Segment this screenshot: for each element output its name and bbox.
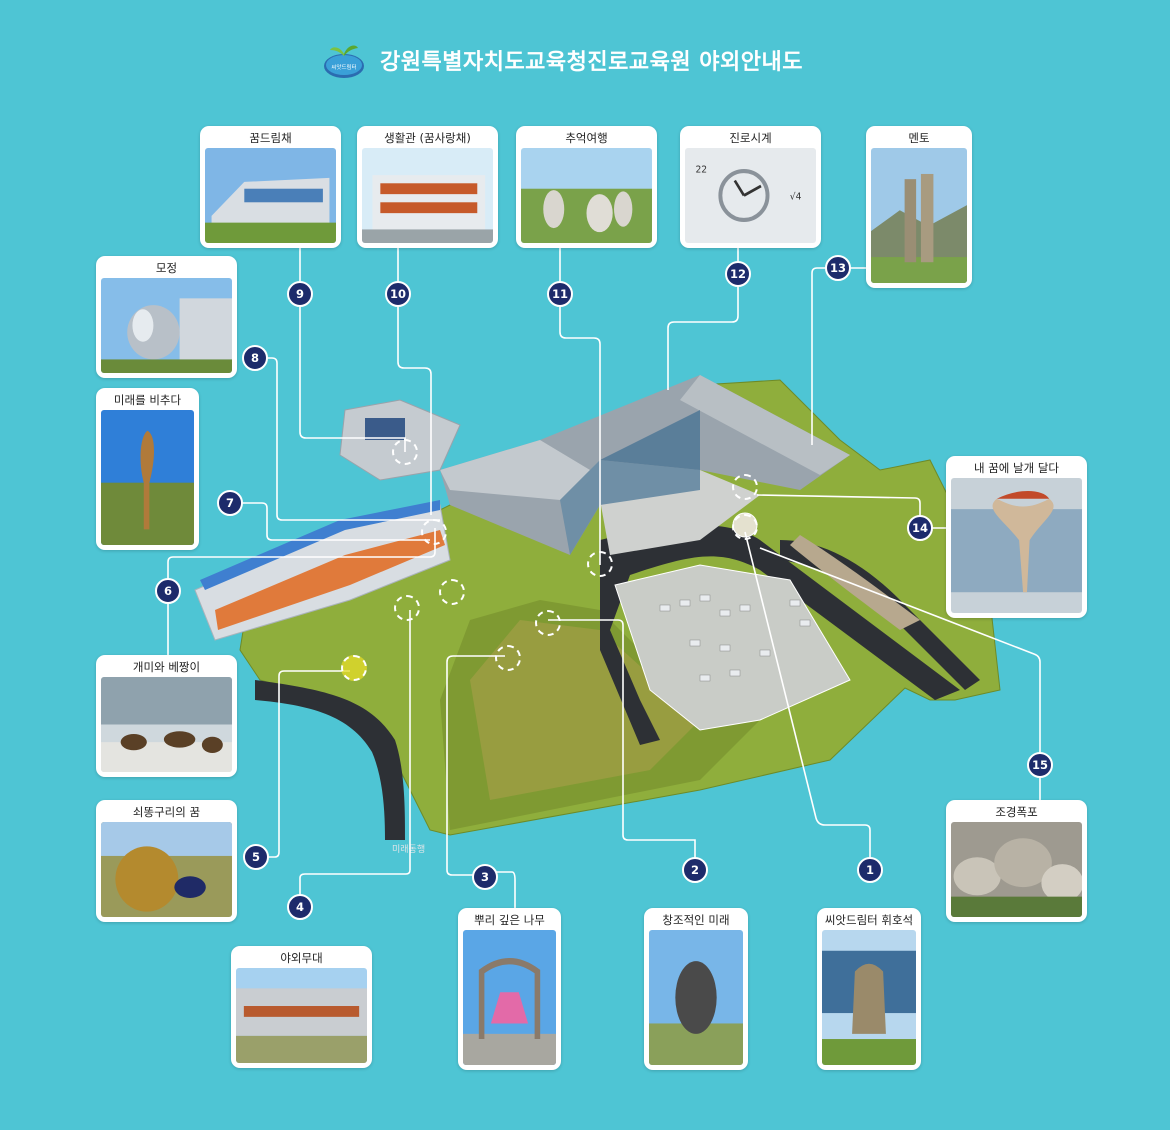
svg-text:√4: √4 [790,191,802,202]
spot-label: 뿌리 깊은 나무 [474,913,545,927]
spot-photo [101,410,194,545]
spot-label: 진로시계 [729,131,772,145]
spot-photo [101,822,232,917]
spot-photo [521,148,652,243]
badge-8[interactable]: 8 [242,345,268,371]
header: 씨앗드림터 강원특별자치도교육청진로교육원 야외안내도 [322,40,803,80]
spot-label: 추억여행 [565,131,608,145]
spot-label: 모정 [155,261,178,275]
map-marker-6[interactable] [439,579,465,605]
spot-card-6[interactable]: 개미와 베짱이 [96,655,237,777]
spot-card-10[interactable]: 생활관 (꿈사랑채) [357,126,498,248]
spot-label: 꿈드림채 [249,131,292,145]
spot-card-7[interactable]: 미래를 비추다 [96,388,199,550]
spot-label: 미래를 비추다 [113,393,182,407]
map-marker-3[interactable] [495,645,521,671]
map-marker-7[interactable] [421,519,447,545]
map-marker-1[interactable] [732,514,758,540]
spot-card-9[interactable]: 꿈드림채 [200,126,341,248]
spot-photo [951,822,1082,917]
badge-4[interactable]: 4 [287,894,313,920]
spot-card-11[interactable]: 추억여행 [516,126,657,248]
badge-11[interactable]: 11 [547,281,573,307]
badge-13[interactable]: 13 [825,255,851,281]
map-marker-14[interactable] [732,474,758,500]
badge-1[interactable]: 1 [857,857,883,883]
spot-card-2[interactable]: 창조적인 미래 [644,908,748,1070]
spot-card-3[interactable]: 뿌리 깊은 나무 [458,908,561,1070]
spot-photo [362,148,493,243]
badge-6[interactable]: 6 [155,578,181,604]
spot-photo [951,478,1082,613]
badge-12[interactable]: 12 [725,261,751,287]
spot-label: 내 꿈에 날개 달다 [973,461,1060,475]
spot-card-13[interactable]: 멘토 [866,126,972,288]
page-title: 강원특별자치도교육청진로교육원 야외안내도 [380,50,803,75]
svg-text:씨앗드림터: 씨앗드림터 [331,63,356,71]
spot-label: 창조적인 미래 [662,913,730,927]
spot-label: 쇠똥구리의 꿈 [132,805,201,819]
spot-label: 야외무대 [280,951,323,965]
spot-card-5[interactable]: 쇠똥구리의 꿈 [96,800,237,922]
map-marker-2[interactable] [535,610,561,636]
spot-label: 생활관 (꿈사랑채) [384,131,471,145]
map-marker-4[interactable] [394,595,420,621]
badge-10[interactable]: 10 [385,281,411,307]
badge-9[interactable]: 9 [287,281,313,307]
badge-15[interactable]: 15 [1027,752,1053,778]
badge-14[interactable]: 14 [907,515,933,541]
spot-card-1[interactable]: 씨앗드림터 휘호석 [817,908,921,1070]
spot-card-14[interactable]: 내 꿈에 날개 달다 [946,456,1087,618]
badge-3[interactable]: 3 [472,864,498,890]
spot-photo [101,278,232,373]
spot-label: 씨앗드림터 휘호석 [824,913,914,927]
badge-5[interactable]: 5 [243,844,269,870]
spot-card-4[interactable]: 야외무대 [231,946,372,1068]
spot-photo [101,677,232,772]
spot-photo [822,930,916,1065]
seed-dream-logo-icon: 씨앗드림터 [324,45,364,78]
spot-photo [205,148,336,243]
spot-label: 멘토 [908,131,930,145]
spot-photo [871,148,967,283]
spot-card-12[interactable]: 진로시계 22 √4 [680,126,821,248]
spot-label: 개미와 베짱이 [132,660,201,674]
map-marker-11[interactable] [587,551,613,577]
badge-2[interactable]: 2 [682,857,708,883]
spot-photo [463,930,556,1065]
svg-text:22: 22 [695,164,707,175]
spot-photo [236,968,367,1063]
road-mark: 미래동행 [392,843,425,855]
badge-7[interactable]: 7 [217,490,243,516]
spot-photo: 22 √4 [685,148,816,243]
spot-label: 조경폭포 [995,805,1038,819]
spot-photo [649,930,743,1065]
spot-card-15[interactable]: 조경폭포 [946,800,1087,922]
spot-card-8[interactable]: 모정 [96,256,237,378]
map-marker-5[interactable] [341,655,367,681]
map-marker-9[interactable] [392,439,418,465]
